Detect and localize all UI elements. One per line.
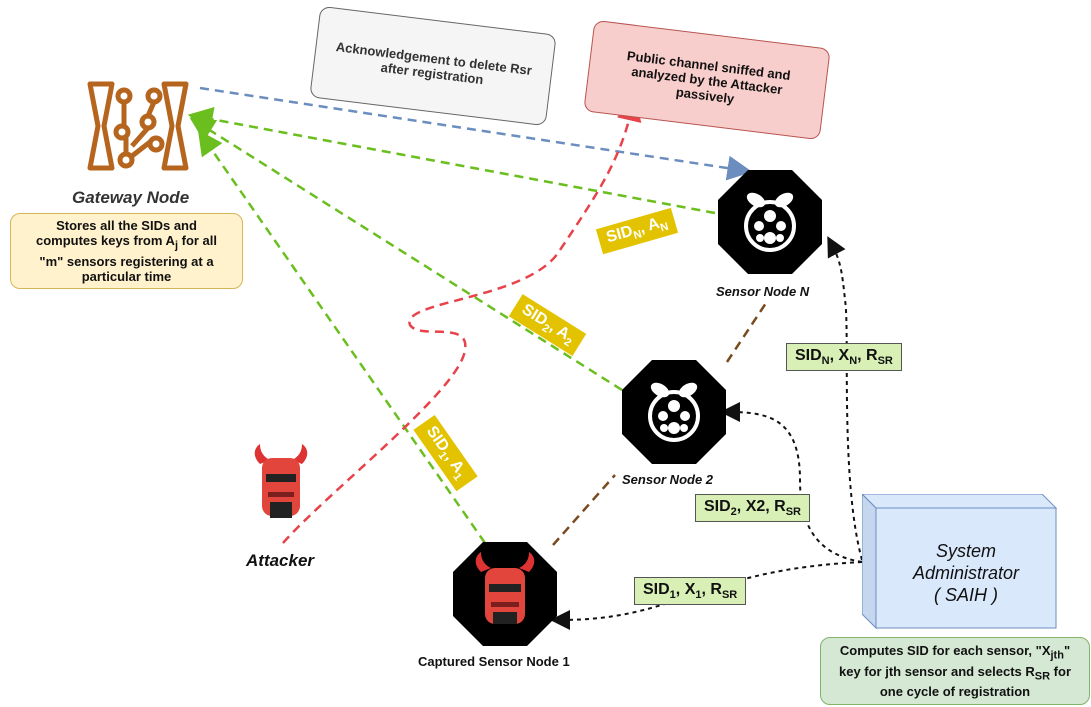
admin-msg-sid-2: SID2, X2, RSR — [695, 494, 810, 523]
admin-note-text: one cycle of registration — [879, 684, 1031, 700]
admin-note-sub: jth — [1050, 649, 1064, 662]
badge-sub: SR — [877, 355, 893, 368]
badge-text: , X — [829, 347, 850, 364]
badge-sub: N — [821, 355, 830, 368]
badge-text: SID — [604, 222, 635, 247]
link-admin-sensorN — [827, 236, 863, 561]
link-sensorN-gateway — [187, 107, 716, 215]
sensor-n-label: Sensor Node N — [716, 284, 810, 299]
admin-line: Administrator — [912, 563, 1020, 583]
badge-sub: N — [849, 355, 858, 368]
gateway-note-line: particular time — [81, 268, 172, 284]
link-sensor2-gateway — [189, 117, 623, 392]
link-admin-sensor2 — [720, 402, 863, 563]
badge-text: , X — [675, 581, 696, 598]
admin-note-text: for — [1050, 663, 1072, 679]
badge-sub: 1 — [669, 589, 676, 602]
admin-note-text: Computes SID for each sensor, "X — [839, 642, 1051, 658]
admin-msg-sid-1: SID1, X1, RSR — [634, 577, 747, 606]
badge-text: , A — [637, 214, 662, 237]
sensor-2-label: Sensor Node 2 — [622, 472, 714, 487]
devil-sensor-icon — [453, 542, 557, 646]
link-sensor1-sensor2 — [552, 474, 616, 546]
badge-sub: SR — [721, 589, 738, 602]
link-sensor2-sensorN — [725, 299, 770, 363]
gateway-title: Gateway Node — [72, 188, 190, 207]
admin-label: System Administrator ( SAIH ) — [876, 540, 1056, 606]
gateway-chip-icon — [87, 81, 189, 171]
admin-note-text: " — [1063, 642, 1071, 658]
badge-text: , R — [701, 581, 722, 598]
attacker-label: Attacker — [246, 551, 315, 570]
raspberry-pi-icon — [718, 170, 822, 274]
admin-note: Computes SID for each sensor, "Xjth" key… — [820, 637, 1090, 705]
admin-line: ( SAIH ) — [933, 585, 998, 605]
admin-note-text: key for jth sensor and selects R — [838, 663, 1035, 679]
link-sensor1-gateway — [197, 129, 487, 544]
attacker-devil-icon — [254, 444, 308, 518]
gateway-note-sub: j — [174, 239, 178, 252]
gateway-note: Stores all the SIDs and computes keys fr… — [10, 213, 243, 289]
gateway-note-line: "m" sensors registering at a — [39, 253, 214, 269]
admin-note-sub: SR — [1034, 670, 1051, 683]
link-gateway-sensorN-ack — [199, 86, 753, 181]
badge-sub: N — [659, 220, 671, 235]
badge-text: , R — [857, 347, 878, 364]
sensor-1-label: Captured Sensor Node 1 — [418, 654, 570, 669]
admin-box-3d — [862, 494, 1058, 630]
badge-sub: 1 — [695, 589, 702, 602]
raspberry-pi-icon — [622, 360, 726, 464]
badge-text: SID — [704, 498, 731, 515]
gateway-note-line: Stores all the SIDs and — [56, 218, 197, 234]
badge-text: SID — [643, 581, 670, 598]
badge-text: SID — [795, 347, 822, 364]
gateway-note-line: for all — [178, 233, 218, 249]
badge-sub: 2 — [730, 506, 737, 519]
admin-msg-sid-n: SIDN, XN, RSR — [786, 343, 902, 372]
link-attacker-sniff — [282, 95, 642, 544]
admin-line: System — [935, 541, 996, 561]
badge-text: , X2, R — [736, 498, 786, 515]
badge-sub: SR — [785, 506, 801, 519]
gateway-note-line: computes keys from A — [35, 233, 175, 249]
